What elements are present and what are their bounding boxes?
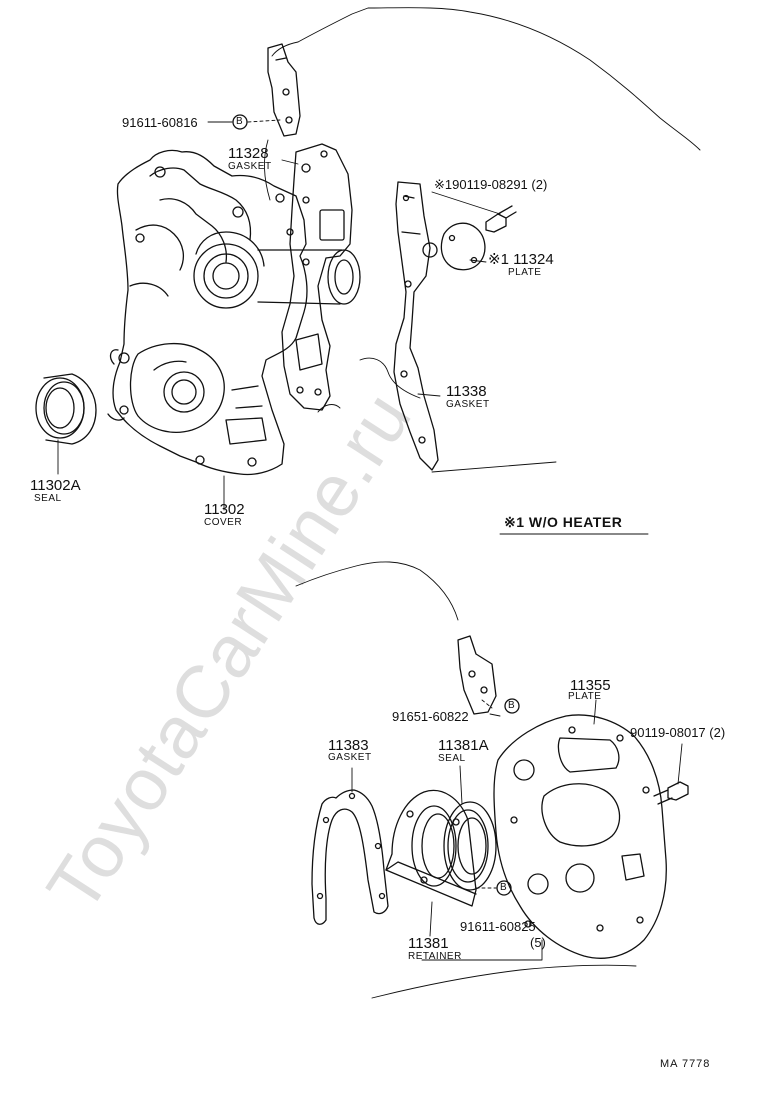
- timing-cover-drawing: [107, 149, 361, 476]
- label-11324-number: ※1 11324: [488, 251, 554, 268]
- gasket-11383-drawing: [311, 789, 389, 925]
- engine-outline-bottom: [295, 561, 637, 999]
- label-11302A-name: SEAL: [34, 493, 62, 504]
- label-11338-number: 11338: [446, 383, 487, 400]
- gasket-11328-drawing: [281, 143, 353, 411]
- label-91611-60825: 91611-60825: [460, 919, 536, 934]
- label-90119-08017: 90119-08017 (2): [630, 725, 726, 740]
- plate-11355-drawing: [493, 714, 667, 959]
- label-11302-number: 11302: [204, 501, 245, 518]
- label-91651-60822: 91651-60822: [392, 709, 469, 724]
- label-11381-number: 11381: [408, 935, 449, 952]
- bolt-90119-08291-drawing: [485, 205, 517, 233]
- bracket-top: [267, 43, 301, 137]
- label-91611-60825-qty: (5): [530, 935, 546, 950]
- seal-11302A-drawing: [35, 373, 97, 445]
- bracket-bottom: [457, 635, 497, 715]
- label-11383-name: GASKET: [328, 752, 372, 763]
- marker-b-3: B: [500, 882, 508, 893]
- marker-b-1: B: [236, 116, 244, 127]
- label-11302A-number: 11302A: [30, 477, 81, 494]
- label-11328-name: GASKET: [228, 161, 272, 172]
- leaders-bottom: [351, 533, 683, 961]
- note-without-heater: ※1 W/O HEATER: [504, 514, 623, 530]
- bolt-90119-08017-drawing: [653, 781, 689, 805]
- label-11355-number: 11355: [570, 677, 611, 694]
- label-90119-08291: ※190119-08291 (2): [434, 177, 548, 192]
- label-11355-name: PLATE: [568, 691, 602, 702]
- label-11381A-name: SEAL: [438, 753, 466, 764]
- reference-code: MA 7778: [660, 1058, 711, 1070]
- label-11324-name: PLATE: [508, 267, 542, 278]
- circled-b-markers: [232, 114, 520, 896]
- label-11383-number: 11383: [328, 737, 369, 754]
- seal-11381A-drawing: [443, 801, 497, 891]
- label-91611-60816: 91611-60816: [122, 115, 198, 130]
- label-11338-name: GASKET: [446, 399, 490, 410]
- marker-b-2: B: [508, 700, 516, 711]
- label-11381A-number: 11381A: [438, 737, 489, 754]
- plate-11324-drawing: [440, 222, 486, 271]
- leaders-top: [57, 119, 501, 511]
- label-11302-name: COVER: [204, 517, 243, 528]
- gasket-11338-drawing: [393, 181, 439, 471]
- label-11328-number: 11328: [228, 145, 269, 162]
- retainer-11381-drawing: [385, 789, 477, 907]
- label-11381-name: RETAINER: [408, 951, 462, 962]
